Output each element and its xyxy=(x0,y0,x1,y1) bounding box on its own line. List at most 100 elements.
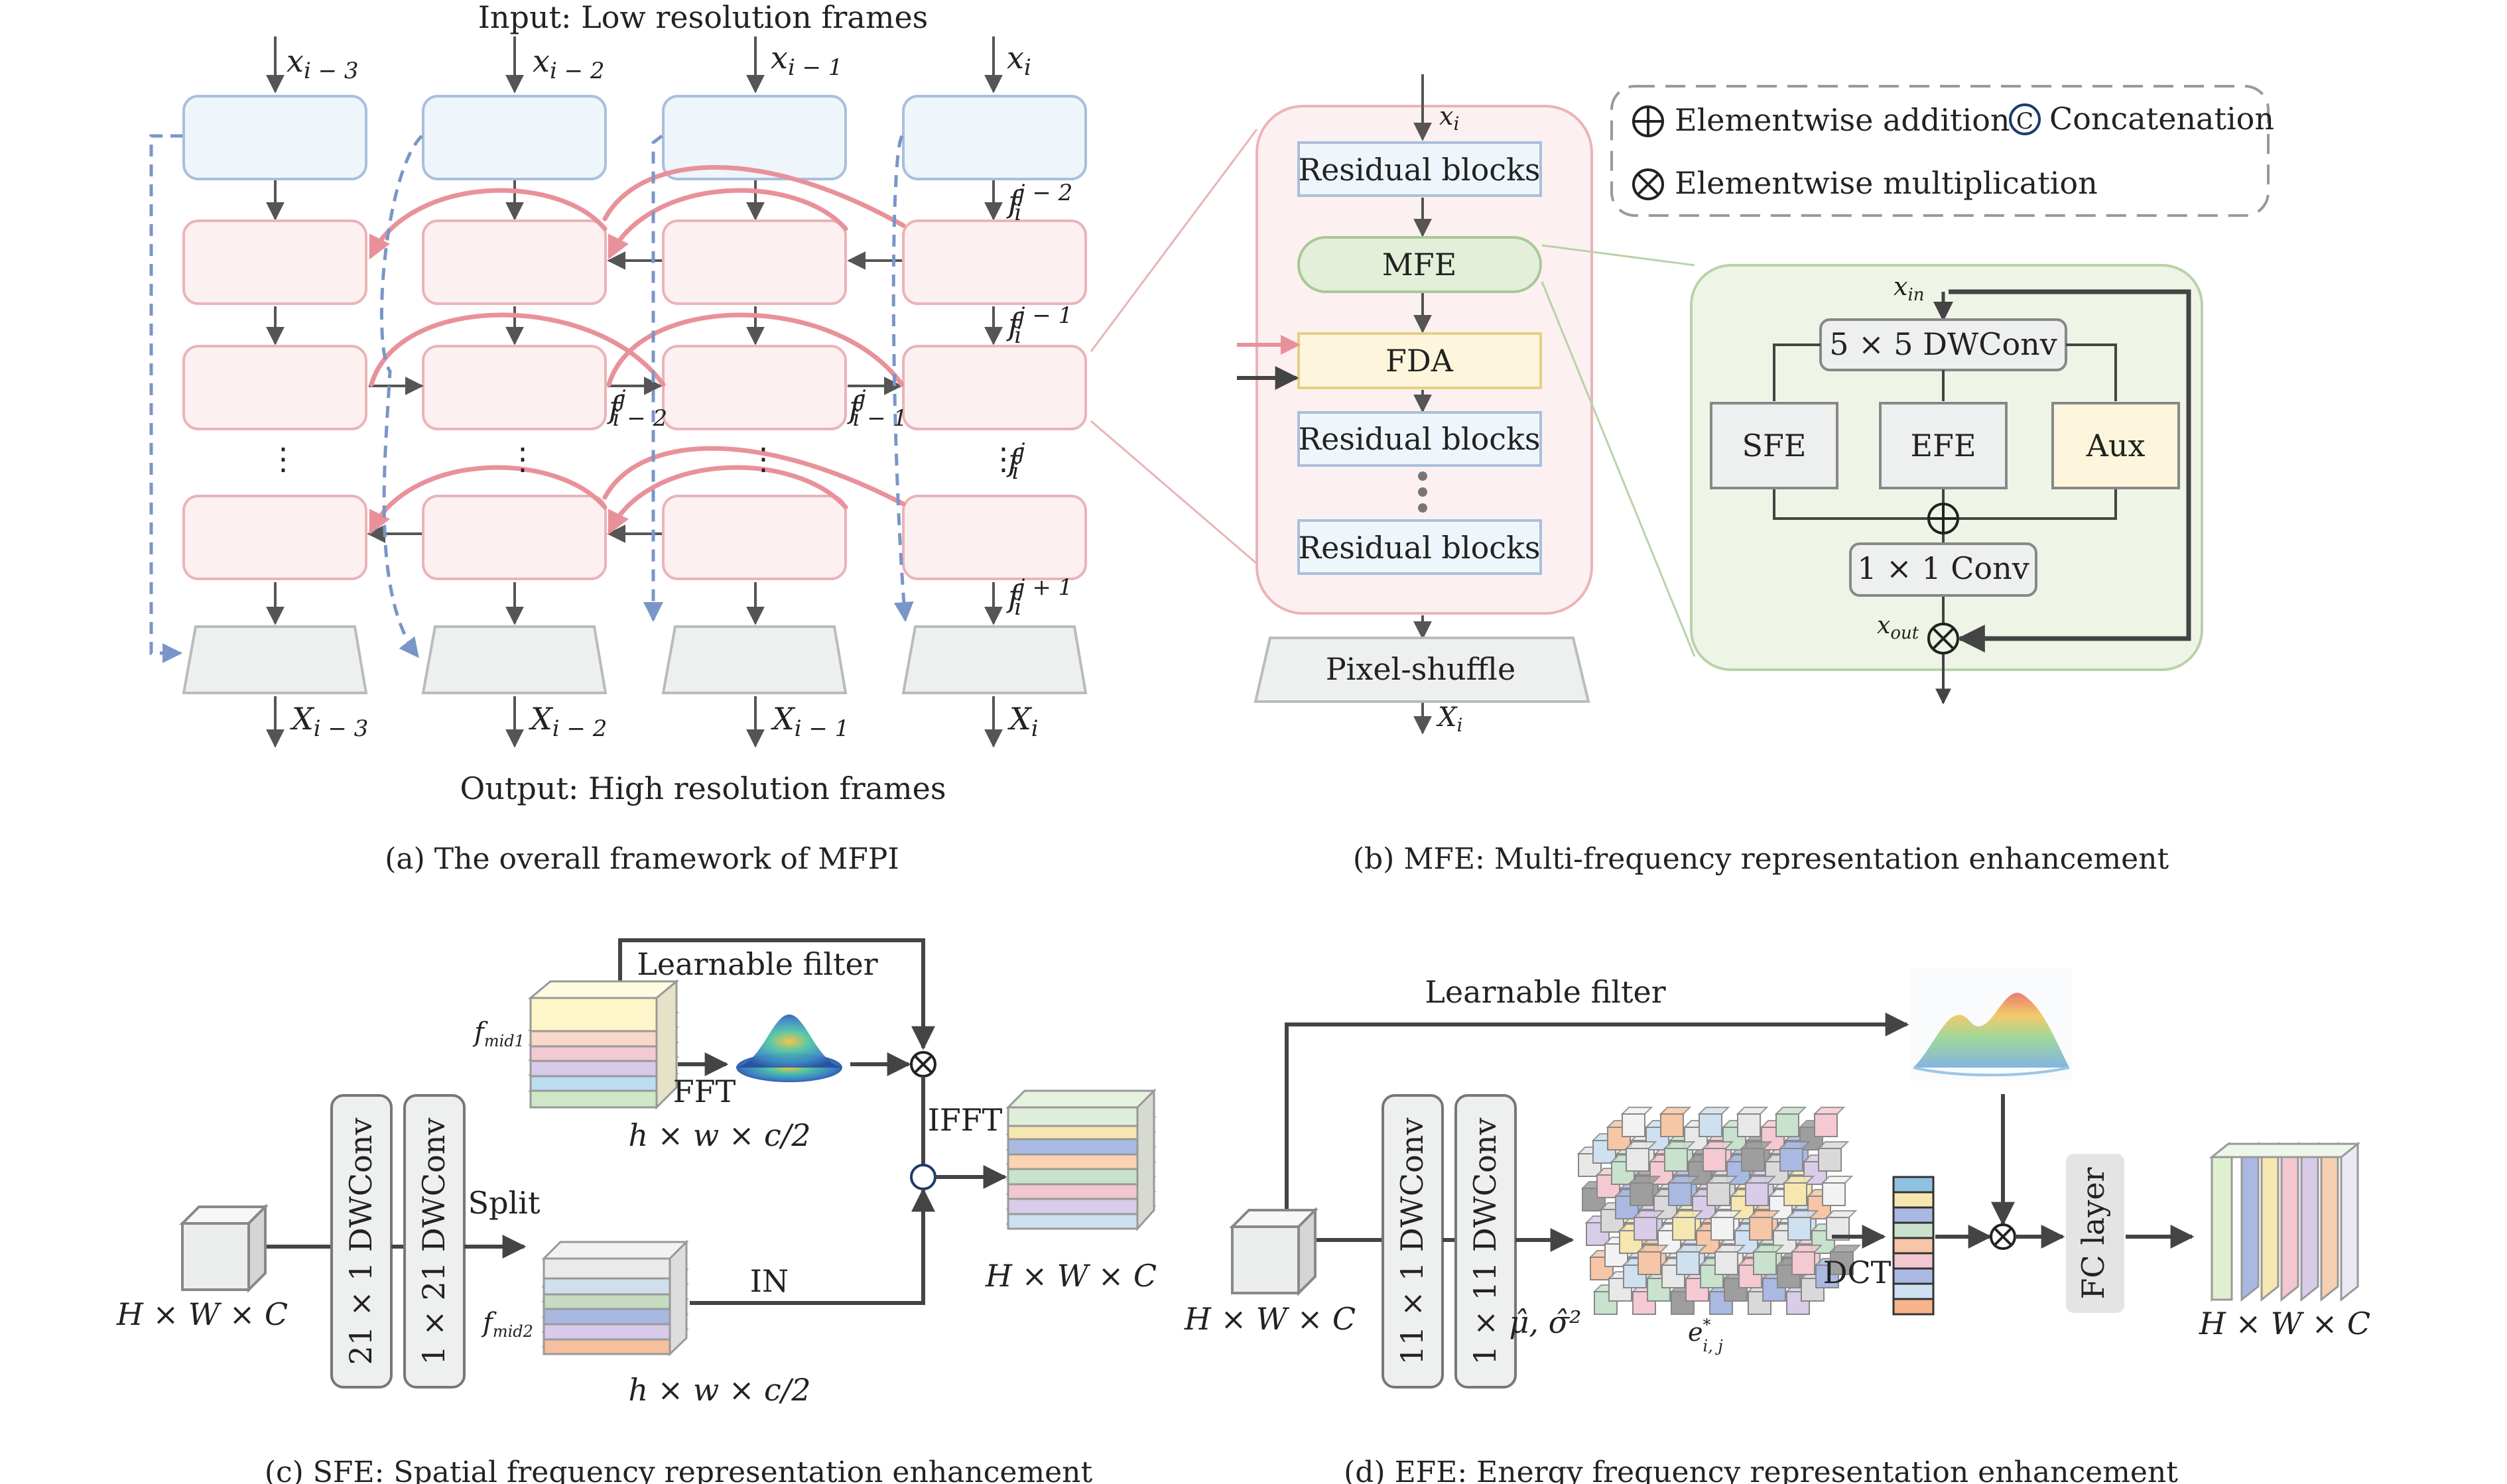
feature-cube xyxy=(1634,1217,1657,1241)
input-block xyxy=(902,95,1087,180)
feature-cube xyxy=(1622,1113,1645,1137)
feature-cube xyxy=(1753,1251,1777,1275)
feature-cube-top xyxy=(1829,1245,1862,1253)
feature-cube xyxy=(1814,1113,1838,1137)
svg-text:Residual blocks: Residual blocks xyxy=(1298,530,1540,566)
upsample-block xyxy=(182,625,368,694)
upsample-block xyxy=(661,625,848,694)
svg-text:1 × 11 DWConv: 1 × 11 DWConv xyxy=(1467,1118,1503,1365)
fda-block xyxy=(1297,332,1542,389)
fmid2-label: fmid2 xyxy=(481,1308,533,1341)
feature-cube-top xyxy=(1663,1141,1696,1149)
conv-1x21 xyxy=(403,1094,466,1389)
ellipsis: ⋮ xyxy=(748,441,779,477)
output-upsamplers xyxy=(182,625,1088,694)
input-blocks xyxy=(182,95,1087,180)
x-in-label: xin xyxy=(1894,272,1925,305)
multiply-icon xyxy=(910,1051,936,1078)
feature-cube-top xyxy=(1782,1176,1815,1184)
learnable-filter-label: Learnable filter xyxy=(637,946,877,982)
svg-text:11 × 1 DWConv: 11 × 1 DWConv xyxy=(1394,1118,1430,1365)
feature-cube-top xyxy=(1675,1245,1708,1253)
feature-cube-top xyxy=(1705,1176,1738,1184)
cube-grid xyxy=(1576,1107,1862,1315)
output-title: Output: High resolution frames xyxy=(460,771,946,806)
feature-cube-top xyxy=(1667,1176,1700,1184)
panel-b-mfe: xi Residual blocks MFE FDA Residual bloc… xyxy=(1090,74,2274,876)
energy-label: e*i, j xyxy=(1688,1316,1723,1355)
input-cube xyxy=(179,1204,269,1293)
learnable-filter-label: Learnable filter xyxy=(1425,974,1665,1010)
ellipsis: ⋮ xyxy=(507,441,538,477)
feature-stack-bottom xyxy=(541,1239,689,1357)
svg-text:Residual blocks: Residual blocks xyxy=(1298,152,1540,188)
feature-block xyxy=(902,219,1087,305)
svg-text:FDA: FDA xyxy=(1385,343,1454,379)
ellipsis: ⋮ xyxy=(268,441,298,477)
mfe-output-label: Xi xyxy=(1436,702,1462,736)
input-block xyxy=(182,95,367,180)
svg-text:Pixel-shuffle: Pixel-shuffle xyxy=(1326,651,1516,687)
frequency-surface xyxy=(736,1015,842,1082)
dim-input: H × W × C xyxy=(1184,1301,1356,1337)
legend-add: Elementwise addition xyxy=(1675,102,2010,138)
feature-block xyxy=(182,345,367,430)
svg-text:EFE: EFE xyxy=(1910,428,1976,464)
panel-c-sfe: Learnable filter H × W × C 21 × 1 DWConv… xyxy=(116,938,1157,1484)
feature-cube-top xyxy=(1697,1107,1730,1115)
feature-cube xyxy=(1749,1217,1773,1241)
feature-cube xyxy=(1699,1113,1722,1137)
dim-output: H × W × C xyxy=(2199,1306,2370,1341)
svg-text:1 × 21 DWConv: 1 × 21 DWConv xyxy=(416,1118,452,1365)
multiply-icon xyxy=(1632,168,1664,200)
feature-block xyxy=(422,495,607,580)
residual-block-3 xyxy=(1297,519,1542,575)
feature-cube-top xyxy=(1786,1210,1819,1218)
feature-cube xyxy=(1703,1148,1726,1172)
feature-block xyxy=(662,345,847,430)
mfe-input-label: xi xyxy=(1439,101,1459,135)
feature-cube-top xyxy=(1825,1210,1858,1218)
feature-block xyxy=(662,219,847,305)
output-label-1: Xi − 3 xyxy=(290,701,368,742)
fc-layer xyxy=(2066,1154,2124,1313)
fft-label: FFT xyxy=(673,1074,736,1109)
feature-block xyxy=(182,495,367,580)
feature-stack-output xyxy=(2209,1141,2361,1302)
dim-output: H × W × C xyxy=(985,1258,1157,1294)
dim-bottom: h × w × c/2 xyxy=(628,1372,810,1408)
column-arrows xyxy=(266,180,1003,748)
feature-cube xyxy=(1660,1113,1684,1137)
caption-b: (b) MFE: Multi-frequency representation … xyxy=(1353,842,2169,876)
feature-cube xyxy=(1630,1182,1653,1206)
feature-cube xyxy=(1741,1148,1765,1172)
input-label-2: xi − 2 xyxy=(533,43,605,84)
caption-d: (d) EFE: Energy frequency representation… xyxy=(1344,1455,2178,1484)
feature-cube xyxy=(1787,1217,1811,1241)
svg-text:C: C xyxy=(2016,108,2033,135)
multiply-icon xyxy=(1990,1223,2016,1250)
feature-cube-top xyxy=(1778,1141,1811,1149)
panel-d-efe: Learnable filter H × W × C 11 × 1 DWConv… xyxy=(1184,968,2370,1484)
efe-block xyxy=(1879,402,2008,489)
ifft-label: IFFT xyxy=(928,1102,1003,1138)
feature-blocks xyxy=(182,219,1087,580)
feature-cube xyxy=(1775,1113,1799,1137)
feature-cube xyxy=(1706,1182,1730,1206)
feature-cube-top xyxy=(1736,1107,1769,1115)
legend-box xyxy=(1610,85,2270,217)
caption-c: (c) SFE: Spatial frequency representatio… xyxy=(265,1455,1093,1484)
mfe-block xyxy=(1297,236,1542,293)
input-arrows xyxy=(266,36,1003,93)
feature-cube xyxy=(1664,1148,1688,1172)
feature-cube-top xyxy=(1821,1176,1854,1184)
feature-cube-top xyxy=(1774,1107,1807,1115)
feature-cube-top xyxy=(1752,1245,1785,1253)
upsample-block xyxy=(421,625,608,694)
feature-cube xyxy=(1791,1251,1815,1275)
feature-cube-top xyxy=(1790,1245,1823,1253)
